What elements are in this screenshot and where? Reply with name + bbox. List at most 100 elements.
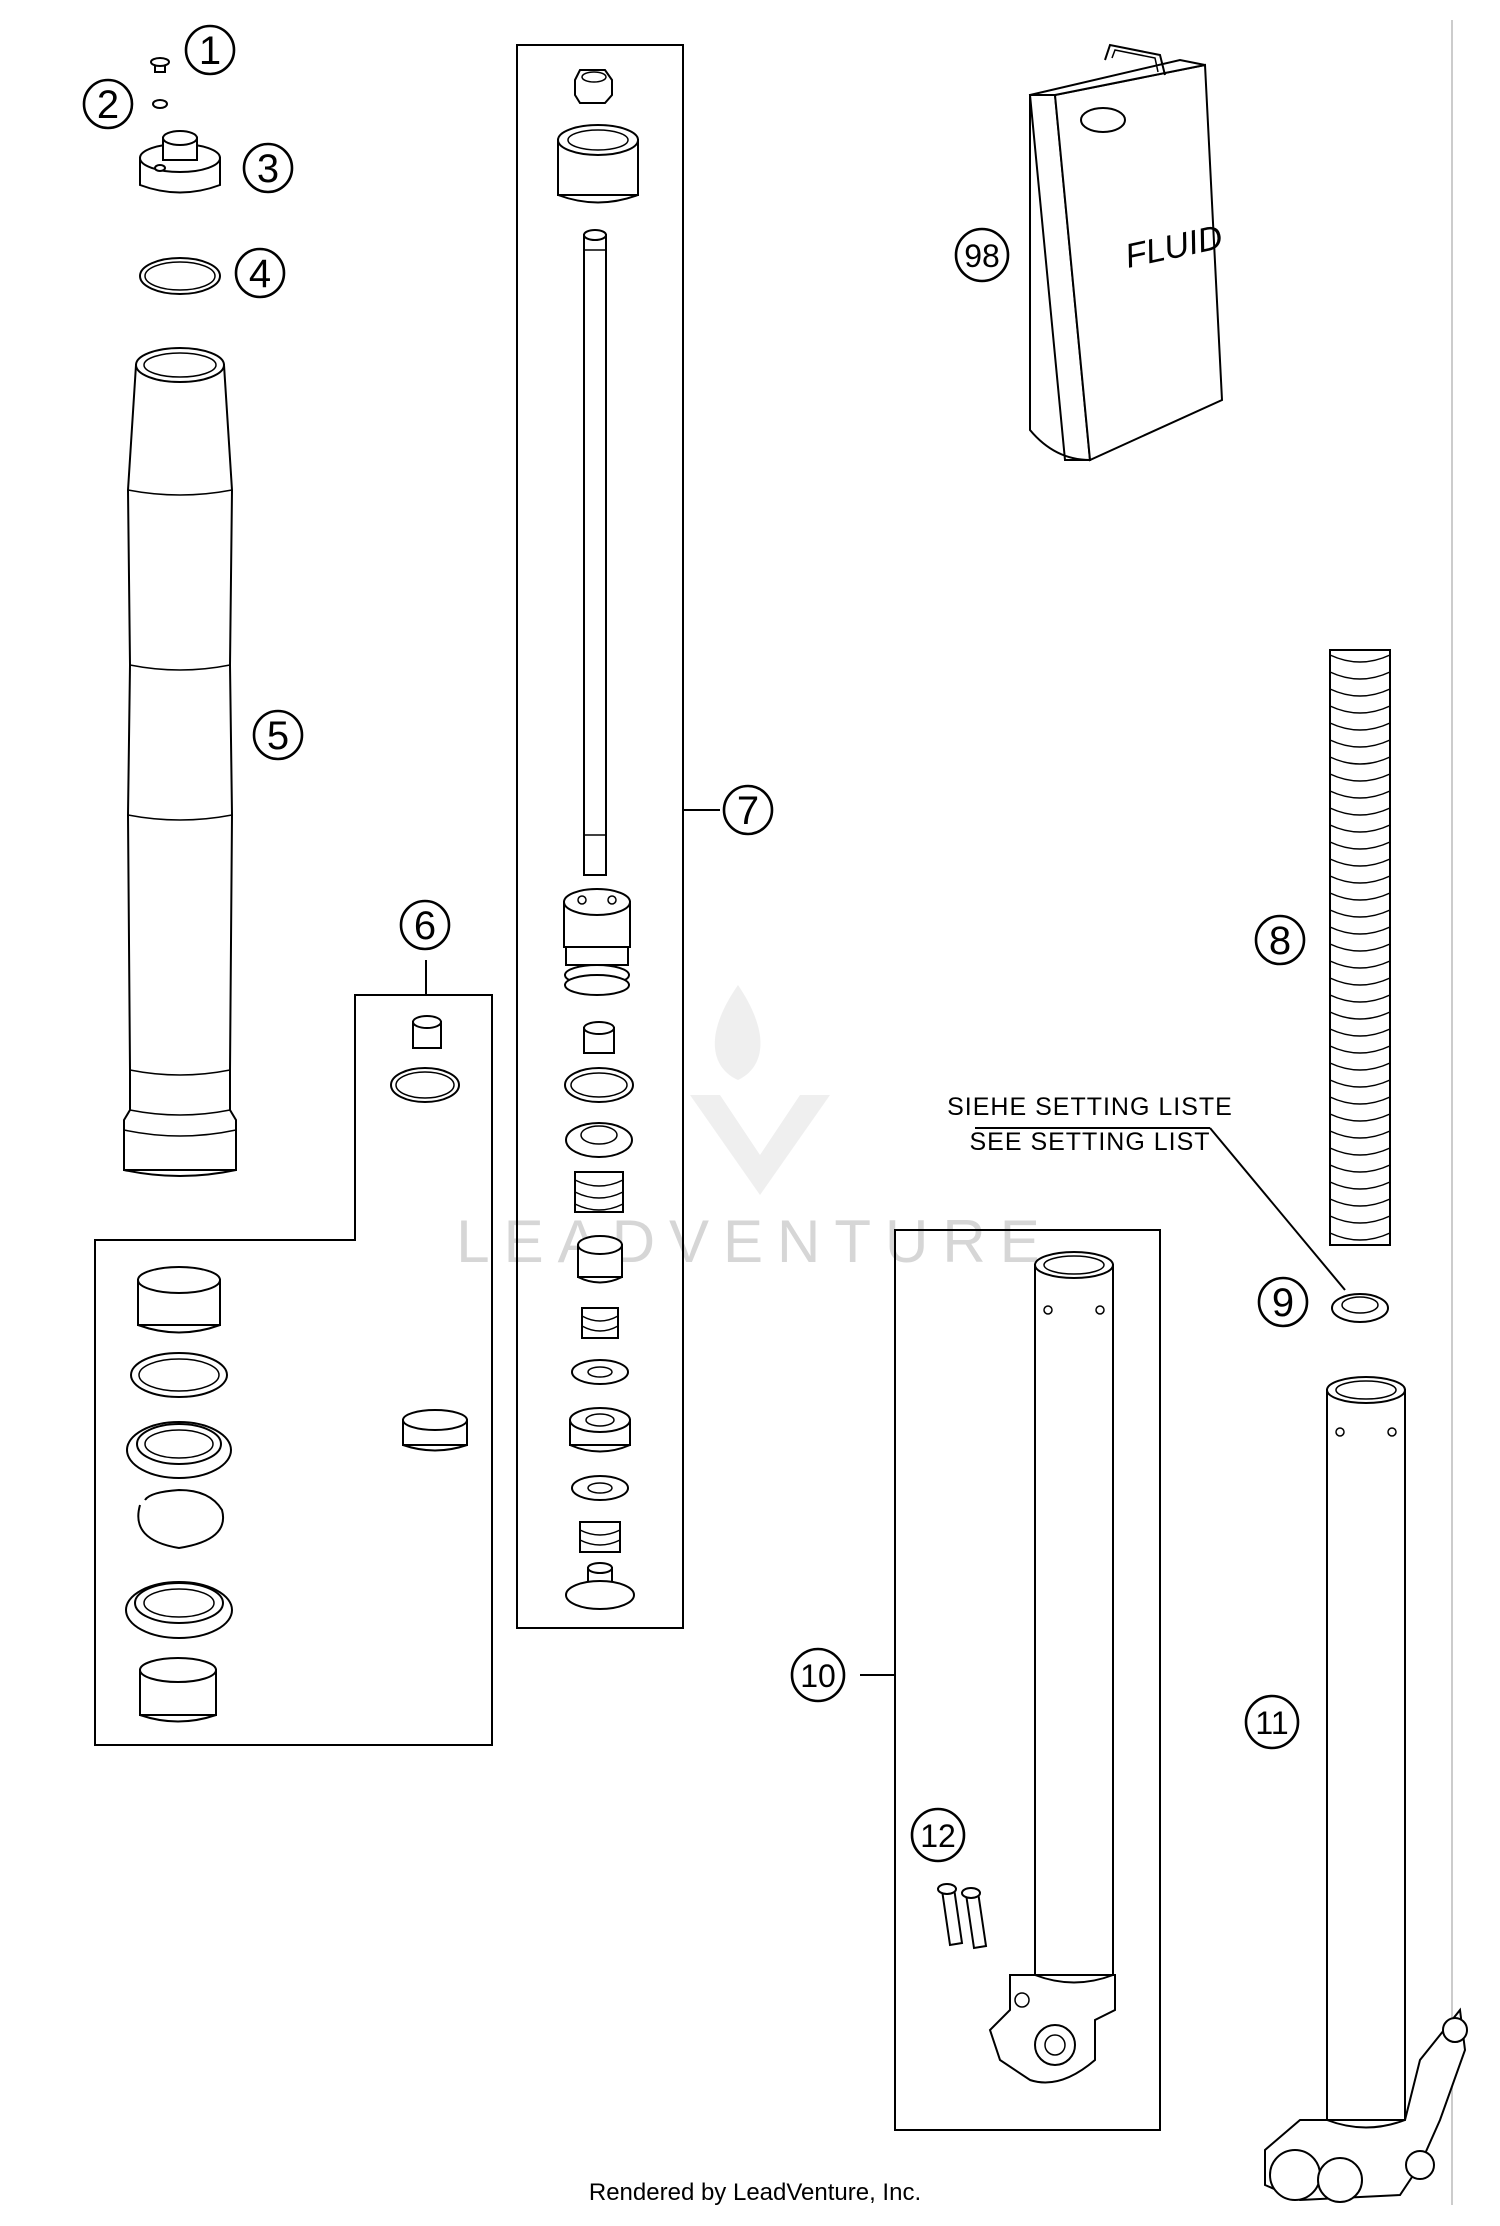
spring-coil: [1329, 892, 1391, 901]
spring-coil: [1329, 1130, 1391, 1139]
spring-coil: [1329, 1147, 1391, 1156]
part-10-inner-tube: [988, 1251, 1116, 2084]
part-11-inner-tube: [1264, 1376, 1468, 2203]
spring-coil: [1329, 926, 1391, 935]
spring-coil: [1329, 1045, 1391, 1054]
kit-6-frame: [94, 994, 493, 1746]
part-7-valve-body: [563, 888, 631, 996]
spring-coil: [1329, 841, 1391, 850]
spring-coil: [1329, 1215, 1391, 1224]
spring-coil: [1329, 1198, 1391, 1207]
svg-text:98: 98: [964, 238, 1000, 274]
part-6-guide-bushing-top: [137, 1266, 221, 1334]
part-6-bushing-small: [412, 1015, 442, 1049]
spring-coil: [1329, 977, 1391, 986]
part-7-spring-lower: [579, 1521, 621, 1553]
callout-8: 8: [1254, 914, 1306, 966]
part-7-shim: [571, 1359, 629, 1385]
svg-text:2: 2: [97, 83, 119, 127]
callout-10: 10: [790, 1647, 846, 1703]
watermark-text: LEADVENTURE: [456, 1208, 1053, 1275]
spring-coil: [1329, 739, 1391, 748]
spring-coil: [1329, 773, 1391, 782]
svg-text:11: 11: [1255, 1705, 1288, 1741]
part-6-washer: [130, 1352, 228, 1398]
spring-coil: [1329, 1113, 1391, 1122]
callout-6: 6: [399, 899, 451, 951]
callout-4: 4: [234, 247, 286, 299]
part-7-base-nut: [565, 1562, 635, 1610]
spring-coil: [1329, 807, 1391, 816]
part-5-outer-tube: [123, 347, 237, 1177]
part-7-seat: [565, 1122, 633, 1158]
part-6-guide-bushing-bottom: [139, 1657, 217, 1723]
callout-12: 12: [910, 1807, 966, 1863]
part-7-ring: [564, 1067, 634, 1103]
spring-coil: [1329, 1232, 1391, 1241]
callout-9: 9: [1257, 1276, 1309, 1328]
part-6-oil-seal: [126, 1421, 232, 1479]
part-4-o-ring: [139, 257, 221, 295]
part-12-clamp-bolts: [937, 1883, 988, 1950]
svg-text:7: 7: [737, 789, 759, 833]
part-6-dust-seal: [125, 1581, 233, 1639]
spring-coil: [1329, 909, 1391, 918]
note-line-1: SIEHE SETTING LISTE: [947, 1093, 1233, 1121]
spring-coil: [1329, 1062, 1391, 1071]
part-7-spring-mid: [581, 1307, 619, 1339]
kit-7-frame: [516, 44, 684, 1629]
callout-1: 1: [184, 24, 236, 76]
part-7-top-piston: [557, 124, 639, 204]
spring-coil: [1329, 756, 1391, 765]
spring-coil: [1329, 722, 1391, 731]
part-6-ring: [390, 1067, 460, 1103]
part-1-screw: [150, 57, 170, 73]
spring-coil: [1329, 1164, 1391, 1173]
svg-text:9: 9: [1272, 1281, 1294, 1325]
footer-credit: Rendered by LeadVenture, Inc.: [589, 2179, 921, 2206]
spring-coil: [1329, 1011, 1391, 1020]
part-7-small-bushing: [583, 1021, 615, 1054]
part-7-spring-small: [574, 1171, 624, 1213]
spring-coil: [1329, 1079, 1391, 1088]
spring-coil: [1329, 994, 1391, 1003]
spring-coil: [1329, 654, 1391, 663]
spring-coil: [1329, 790, 1391, 799]
spring-coil: [1329, 824, 1391, 833]
svg-text:8: 8: [1269, 919, 1291, 963]
spring-coil: [1329, 1181, 1391, 1190]
spring-coil: [1329, 943, 1391, 952]
spring-coil: [1329, 875, 1391, 884]
svg-text:3: 3: [257, 147, 279, 191]
svg-text:10: 10: [800, 1658, 836, 1694]
callout-7: 7: [722, 784, 774, 836]
part-3-fork-cap: [139, 130, 221, 194]
svg-text:1: 1: [199, 29, 221, 73]
spring-coil: [1329, 960, 1391, 969]
callout-3: 3: [242, 142, 294, 194]
part-6-slide-bushing: [402, 1409, 468, 1452]
kit-10-frame: [894, 1229, 1161, 2131]
callout-5: 5: [252, 709, 304, 761]
svg-text:12: 12: [920, 1818, 956, 1854]
svg-text:6: 6: [414, 904, 436, 948]
callout-98: 98: [954, 227, 1010, 283]
part-7-valve-cup: [577, 1235, 623, 1284]
part-2-washer: [152, 99, 168, 109]
part-9-preload-spacer: [1331, 1293, 1389, 1323]
part-8-fork-spring: [1329, 649, 1391, 1246]
callout-11: 11: [1244, 1694, 1300, 1750]
part-7-shim-lower: [571, 1475, 629, 1501]
part-7-damper-rod: [583, 229, 607, 876]
spring-coil: [1329, 1028, 1391, 1037]
note-line-2: SEE SETTING LIST: [969, 1128, 1210, 1156]
spring-coil: [1329, 705, 1391, 714]
callout-2: 2: [82, 78, 134, 130]
part-7-nut: [574, 69, 613, 104]
part-6-circlip: [137, 1488, 225, 1550]
spring-coil: [1329, 858, 1391, 867]
watermark-logo: [690, 985, 830, 1195]
part-98-fluid-can: FLUID: [1028, 43, 1226, 462]
spring-coil: [1329, 688, 1391, 697]
